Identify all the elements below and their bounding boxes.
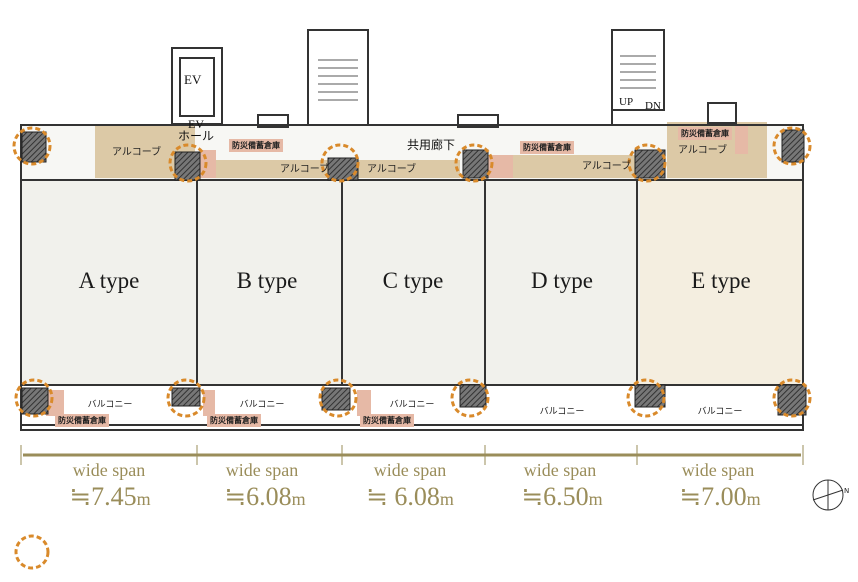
storage-d-top	[487, 155, 513, 178]
span-label: wide span	[681, 460, 755, 480]
ev-label: EV	[184, 72, 202, 87]
span-label: wide span	[523, 460, 597, 480]
balcony-label: バルコニー	[389, 400, 435, 410]
span-value-b: ≒6.08m	[224, 482, 306, 511]
alcove-label: アルコーブ	[367, 164, 417, 175]
stairs-down-label: DN	[645, 100, 661, 112]
corridor-label: 共用廊下	[407, 138, 456, 152]
storage-label: 防災備蓄倉庫	[207, 414, 261, 427]
column-markers	[12, 126, 812, 570]
storage-e-top	[735, 124, 748, 154]
column-marker-legend-icon	[14, 534, 50, 570]
span-label: wide span	[225, 460, 299, 480]
alcove-label: アルコーブ	[582, 161, 632, 172]
alcove-d	[490, 155, 635, 178]
balcony-label: バルコニー	[87, 400, 133, 410]
ev-hall-label: EV ホール	[178, 117, 215, 143]
storage-label: 防災備蓄倉庫	[229, 139, 283, 152]
span-value-c: ≒ 6.08m	[366, 482, 454, 511]
compass-icon	[812, 479, 844, 511]
balcony-label: バルコニー	[539, 407, 585, 417]
alcove-label: アルコーブ	[280, 164, 330, 175]
unit-type-e: E type	[691, 268, 751, 293]
unit-type-c: C type	[382, 268, 444, 293]
storage-label: 防災備蓄倉庫	[55, 414, 109, 427]
balcony-label: バルコニー	[697, 407, 743, 417]
storage-label: 防災備蓄倉庫	[360, 414, 414, 427]
stairs-up-label: UP	[619, 96, 634, 108]
compass-north-label: N	[844, 487, 850, 495]
alcove-c	[345, 160, 460, 178]
unit-type-b: B type	[236, 268, 298, 293]
alcove-label: アルコーブ	[678, 145, 728, 156]
span-label: wide span	[373, 460, 447, 480]
balcony-label: バルコニー	[239, 400, 285, 410]
unit-type-a: A type	[78, 268, 140, 293]
unit-type-d: D type	[531, 268, 593, 293]
storage-label: 防災備蓄倉庫	[520, 141, 574, 154]
span-value-a: ≒7.45m	[69, 482, 151, 511]
span-value-d: ≒6.50m	[521, 482, 603, 511]
alcove-b	[200, 160, 340, 178]
span-label: wide span	[72, 460, 146, 480]
storage-label: 防災備蓄倉庫	[678, 127, 732, 140]
span-value-e: ≒7.00m	[679, 482, 761, 511]
alcove-label: アルコーブ	[112, 147, 162, 158]
columns	[21, 129, 807, 416]
